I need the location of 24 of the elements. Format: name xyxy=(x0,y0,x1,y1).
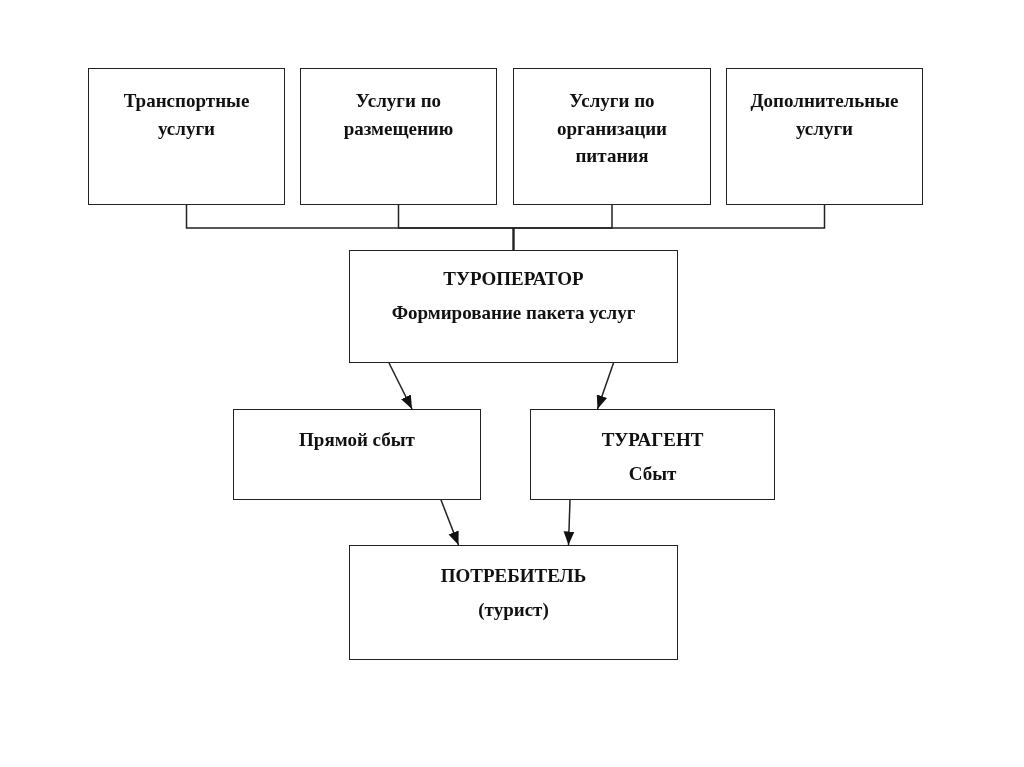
arrow xyxy=(596,362,615,410)
box-text: ПОТРЕБИТЕЛЬ xyxy=(440,564,587,588)
process-box xyxy=(530,409,775,500)
box-text: (турист) xyxy=(478,597,549,622)
process-box xyxy=(300,68,497,205)
process-box xyxy=(349,250,678,363)
process-box xyxy=(349,545,678,660)
process-box xyxy=(88,68,285,205)
process-box xyxy=(726,68,923,205)
box-text: Формирование пакета услуг xyxy=(391,300,636,325)
box-text: ТУРАГЕНТ xyxy=(601,428,704,452)
connector-line xyxy=(512,204,826,251)
box-text: Услуги по организации питания xyxy=(555,89,669,169)
box-text: Дополнительные услуги xyxy=(749,89,900,141)
box-text: Сбыт xyxy=(628,461,677,486)
box-text: Услуги по размещению xyxy=(342,89,455,141)
box-text: ТУРОПЕРАТОР xyxy=(443,267,584,291)
box-text: Прямой сбыт xyxy=(299,428,415,452)
process-box xyxy=(233,409,481,500)
arrow xyxy=(388,362,413,410)
arrow xyxy=(563,499,575,546)
process-box xyxy=(513,68,711,205)
box-text: Транспортные услуги xyxy=(122,89,251,141)
arrow xyxy=(440,499,460,546)
